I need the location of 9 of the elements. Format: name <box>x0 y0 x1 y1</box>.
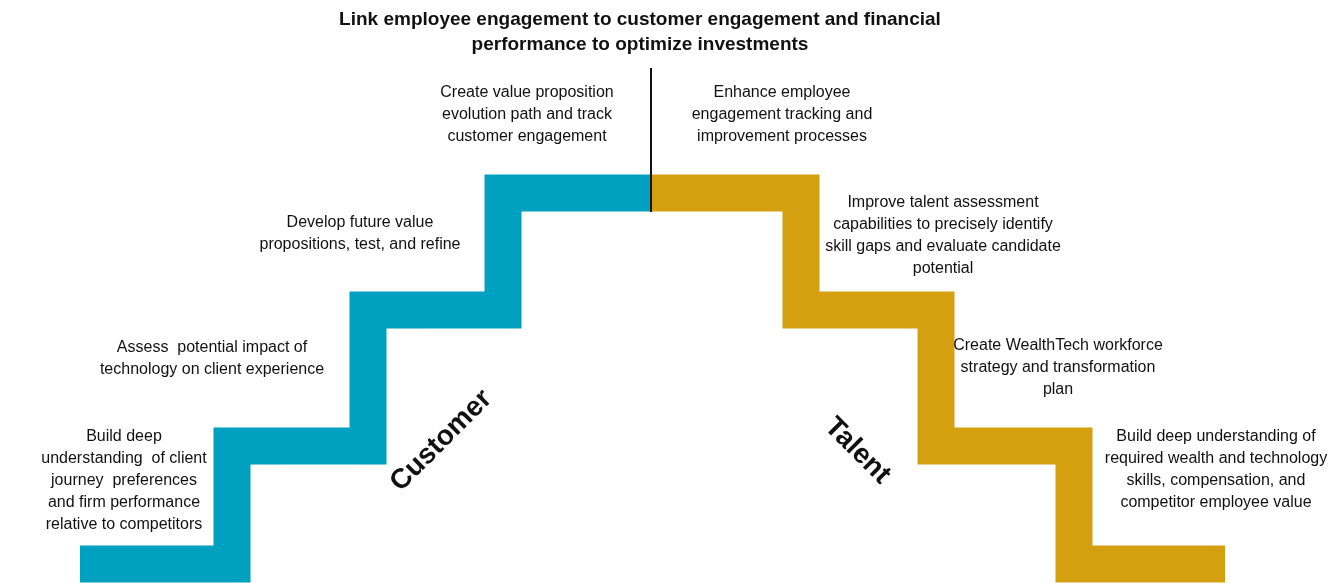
step-text: Create WealthTech workforce strategy and transformation plan <box>953 335 1163 399</box>
step-text: Create value proposition evolution path and track customer engagement <box>439 82 615 146</box>
title: Link employee engagement to customer engagement and financial performance to optimize investments <box>338 7 942 56</box>
step-text: Enhance employee engagement tracking and improvement processes <box>690 82 874 146</box>
step-text: Assess potential impact of technology on client experience <box>98 337 326 379</box>
step-text: Build deep understanding of client journey preferences and firm performance relative to competitors <box>40 426 208 534</box>
step-text: Build deep understanding of required wealth and technology skills, compensation, and competitor employee value <box>1103 426 1329 512</box>
step-text: Improve talent assessment capabilities to precisely identify skill gaps and evaluate candidate potential <box>824 192 1062 278</box>
step-text: Develop future value propositions, test, and refine <box>258 212 462 254</box>
